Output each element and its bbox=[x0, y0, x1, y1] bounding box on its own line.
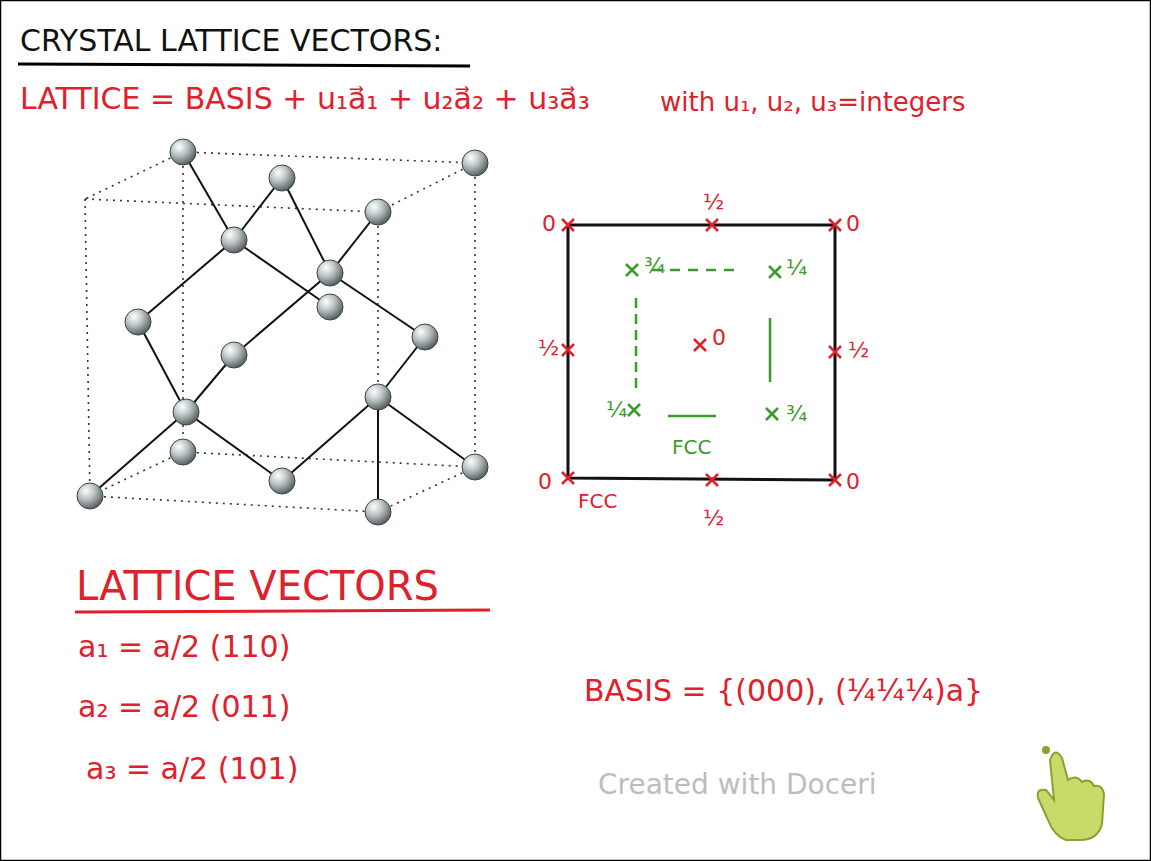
corner-value: 0 bbox=[846, 470, 860, 494]
formula-note: with u₁, u₂, u₃=integers bbox=[660, 88, 966, 117]
position-cross bbox=[829, 219, 841, 231]
atom bbox=[365, 499, 391, 525]
position-cross bbox=[562, 472, 574, 484]
watermark: Created with Doceri bbox=[598, 770, 877, 801]
bond bbox=[282, 397, 378, 481]
atom bbox=[170, 139, 196, 165]
doceri-hand-icon bbox=[1038, 746, 1104, 840]
inner-value: ¾ bbox=[786, 402, 807, 426]
section-heading: LATTICE VECTORS bbox=[76, 564, 439, 608]
fcc-projection bbox=[568, 225, 835, 480]
position-cross bbox=[769, 266, 781, 278]
atom bbox=[462, 150, 488, 176]
bond bbox=[378, 397, 475, 467]
edge-value: ½ bbox=[703, 190, 724, 214]
fcc-label: FCC bbox=[578, 490, 617, 512]
inner-value: ¼ bbox=[786, 256, 807, 280]
inner-value: ¾ bbox=[644, 254, 665, 278]
bond bbox=[186, 412, 282, 481]
position-cross bbox=[829, 346, 841, 358]
atom bbox=[365, 384, 391, 410]
bond bbox=[282, 178, 330, 273]
position-cross bbox=[766, 408, 778, 420]
corner-value: 0 bbox=[846, 212, 860, 236]
position-cross bbox=[562, 219, 574, 231]
inner-value: ¼ bbox=[606, 398, 627, 422]
bond bbox=[234, 273, 330, 355]
position-cross bbox=[694, 339, 706, 351]
title-underline bbox=[18, 64, 470, 66]
atom bbox=[317, 260, 343, 286]
atom bbox=[77, 483, 103, 509]
atom bbox=[269, 468, 295, 494]
atom bbox=[269, 165, 295, 191]
page-title: CRYSTAL LATTICE VECTORS: bbox=[20, 24, 442, 57]
edge-value: ½ bbox=[848, 338, 869, 362]
bond bbox=[138, 322, 186, 412]
lattice-formula: LATTICE = BASIS + u₁a⃗₁ + u₂a⃗₂ + u₃a⃗₃ bbox=[20, 82, 590, 115]
atom-position-marks bbox=[562, 219, 841, 486]
atom bbox=[317, 294, 343, 320]
atom bbox=[173, 399, 199, 425]
corner-value: 0 bbox=[538, 470, 552, 494]
fcc-label: FCC bbox=[672, 436, 711, 458]
basis-set: BASIS = {(000), (¼¼¼)a} bbox=[584, 674, 983, 707]
unit-cell-cube bbox=[85, 152, 475, 512]
position-cross bbox=[706, 219, 718, 231]
bond bbox=[183, 152, 234, 240]
position-cross bbox=[829, 474, 841, 486]
lattice-vector: a₂ = a/2 (011) bbox=[78, 690, 290, 723]
atom bbox=[221, 342, 247, 368]
lattice-vector: a₃ = a/2 (101) bbox=[86, 752, 298, 785]
position-cross bbox=[626, 264, 638, 276]
bond-lines bbox=[90, 152, 475, 512]
atom bbox=[125, 309, 151, 335]
corner-value: 0 bbox=[542, 212, 556, 236]
bond bbox=[330, 273, 425, 337]
center-value: 0 bbox=[712, 326, 726, 350]
atom bbox=[365, 199, 391, 225]
atoms bbox=[77, 139, 488, 525]
atom bbox=[462, 454, 488, 480]
atom bbox=[221, 227, 247, 253]
bond bbox=[138, 240, 234, 322]
edge-value: ½ bbox=[703, 506, 724, 530]
position-cross bbox=[562, 344, 574, 356]
edge-value: ½ bbox=[538, 336, 559, 360]
atom bbox=[170, 439, 196, 465]
bond bbox=[377, 397, 379, 512]
position-cross bbox=[706, 474, 718, 486]
atom bbox=[412, 324, 438, 350]
lattice-vector: a₁ = a/2 (110) bbox=[78, 630, 290, 663]
bond bbox=[234, 240, 330, 307]
heading-underline bbox=[75, 610, 490, 612]
position-cross bbox=[628, 404, 640, 416]
